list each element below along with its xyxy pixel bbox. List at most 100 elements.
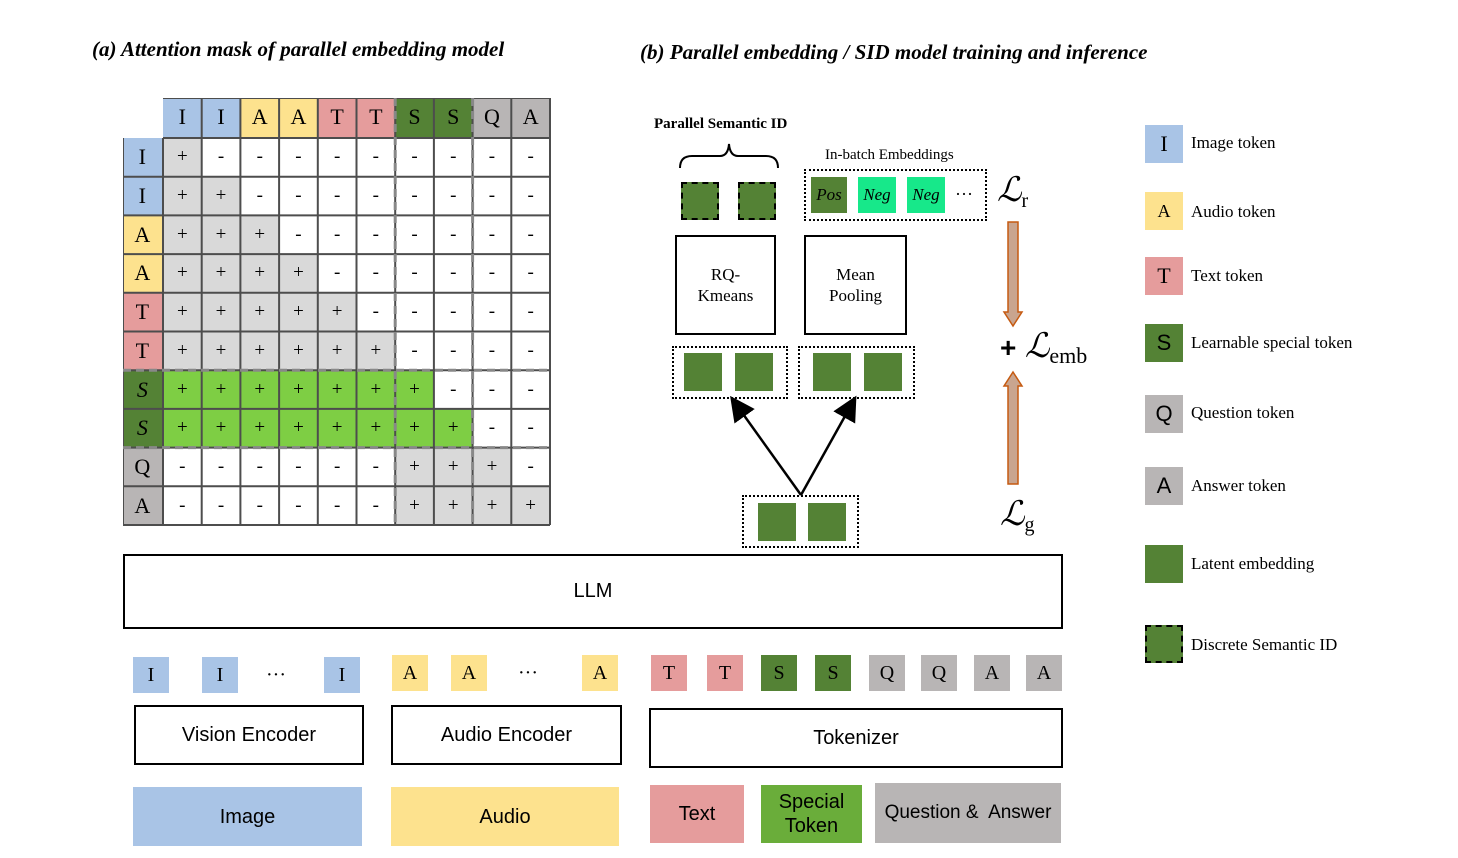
mask-cell: -: [333, 455, 341, 477]
legend-swatch: S: [1145, 324, 1183, 362]
latent-embedding: [735, 353, 773, 391]
mask-cell: +: [433, 486, 473, 525]
mask-cell: -: [372, 301, 379, 323]
mask-cell: -: [256, 494, 263, 516]
mask-cell: -: [450, 146, 457, 168]
mask-cell: -: [179, 455, 186, 477]
mask-cell: -: [372, 223, 379, 245]
latent-embedding: [758, 503, 796, 541]
mask-cell: +: [201, 215, 241, 255]
mask-cell: -: [527, 262, 534, 284]
row-header: I: [123, 138, 162, 177]
mask-cell: -: [411, 262, 418, 284]
mask-cell: +: [511, 486, 550, 525]
special-token: S: [815, 655, 851, 691]
legend-swatch: [1145, 545, 1183, 583]
legend-swatch: A: [1145, 192, 1183, 230]
mask-cell: +: [240, 331, 280, 371]
neg-embedding-2: Neg: [907, 177, 945, 213]
row-header: S: [123, 370, 162, 409]
image-input-block: Image: [133, 787, 362, 846]
neg-embedding-1: Neg: [858, 177, 896, 213]
mask-cell: -: [527, 223, 534, 245]
mask-cell: -: [256, 146, 263, 168]
loss-r: ℒr: [997, 172, 1028, 220]
mask-cell: +: [356, 331, 396, 371]
mask-cell: +: [395, 447, 434, 487]
loss-r-symbol: ℒ: [997, 172, 1022, 209]
vision-encoder-box: Vision Encoder: [134, 705, 364, 765]
latent-embedding: [684, 353, 722, 391]
inbatch-box: [804, 169, 987, 221]
legend-label: Latent embedding: [1191, 554, 1315, 573]
mask-cell: -: [450, 301, 457, 323]
answer-token: A: [1026, 655, 1062, 691]
mask-cell: -: [411, 301, 418, 323]
mask-cell: -: [333, 146, 341, 168]
audio-token: A: [582, 655, 618, 691]
mask-cell: +: [163, 215, 202, 255]
mask-cell: -: [527, 185, 534, 207]
parallel-sid-label: Parallel Semantic ID: [654, 116, 788, 132]
mask-cell: +: [317, 292, 357, 332]
row-header: T: [123, 292, 162, 332]
mask-cell: +: [433, 447, 473, 487]
answer-token: A: [974, 655, 1010, 691]
legend-swatch: I: [1145, 125, 1183, 163]
legend-label: Answer token: [1191, 476, 1286, 495]
mask-cell: -: [450, 378, 457, 400]
mask-cell: -: [411, 339, 418, 361]
qa-input-block: Question & Answer: [875, 783, 1061, 843]
mask-cell: -: [333, 262, 341, 284]
mask-cell: -: [411, 223, 418, 245]
col-header: A: [511, 98, 550, 137]
legend-label: Discrete Semantic ID: [1191, 635, 1338, 654]
col-header: S: [395, 98, 434, 137]
mask-cell: -: [295, 455, 302, 477]
legend-label: Image token: [1191, 133, 1276, 152]
col-header: T: [356, 98, 396, 137]
sid-discrete-2: [738, 182, 776, 220]
llm-box: LLM: [123, 554, 1063, 629]
mask-cell: -: [372, 455, 379, 477]
col-header: S: [433, 98, 473, 137]
arrow-down-icon: [1002, 221, 1024, 328]
mask-cell: -: [488, 185, 496, 207]
mask-cell: +: [472, 486, 512, 525]
loss-g-sub: g: [1024, 514, 1035, 536]
mask-cell: -: [450, 262, 457, 284]
mask-cell: -: [527, 301, 534, 323]
mask-cell: -: [217, 494, 225, 516]
loss-emb: + ℒemb: [1000, 328, 1087, 375]
mask-cell: +: [395, 408, 434, 448]
mask-cell: +: [240, 370, 280, 409]
mask-cell: +: [279, 370, 318, 409]
legend-swatch: [1145, 625, 1183, 663]
mask-cell: +: [163, 254, 202, 293]
mask-cell: +: [279, 254, 318, 293]
title-b: (b) Parallel embedding / SID model train…: [640, 40, 1148, 64]
mask-cell: +: [240, 254, 280, 293]
question-token: Q: [921, 655, 957, 691]
mask-cell: -: [295, 146, 302, 168]
mask-cell: -: [527, 455, 534, 477]
mask-cell: +: [163, 331, 202, 371]
image-token: I: [133, 657, 169, 693]
legend-label: Text token: [1191, 266, 1263, 285]
special-token: S: [761, 655, 797, 691]
text-token: T: [707, 655, 743, 691]
text-input-block: Text: [650, 785, 744, 843]
mask-cell: +: [201, 408, 241, 448]
mask-cell: -: [450, 185, 457, 207]
col-header: I: [163, 98, 202, 137]
mask-cell: +: [163, 292, 202, 332]
mask-cell: -: [217, 455, 225, 477]
mask-cell: -: [527, 146, 534, 168]
row-header: A: [123, 254, 162, 293]
mask-cell: -: [488, 339, 496, 361]
legend-label: Audio token: [1191, 202, 1276, 221]
mask-cell: -: [295, 494, 302, 516]
mask-cell: +: [240, 292, 280, 332]
mask-cell: -: [372, 262, 379, 284]
